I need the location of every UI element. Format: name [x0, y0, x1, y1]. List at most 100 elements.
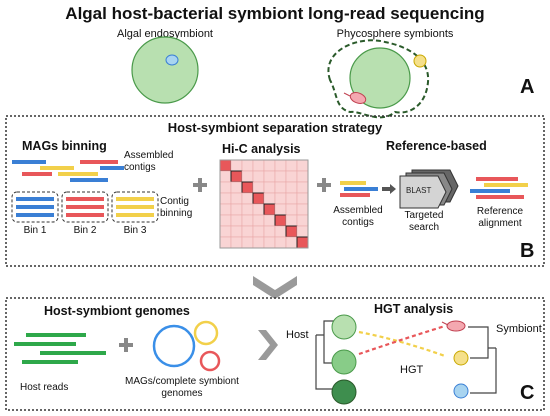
algal-endosymbiont-label: Algal endosymbiont	[116, 28, 213, 40]
host-label: Host	[286, 329, 309, 341]
heatmap-cell	[274, 236, 287, 249]
phycosphere-cell	[327, 39, 430, 119]
heatmap-cell	[296, 170, 309, 183]
heatmap-border	[219, 159, 309, 249]
heatmap-cell	[252, 203, 265, 216]
heatmap-cell	[296, 192, 309, 205]
heatmap-cell	[219, 192, 232, 205]
heatmap-cell	[230, 214, 243, 227]
heatmap-cell	[296, 214, 309, 227]
heatmap-cell	[274, 170, 287, 183]
heatmap-cell	[241, 225, 254, 238]
plus-icon	[119, 338, 133, 352]
heatmap-diagonal-cell	[296, 236, 309, 249]
heatmap-cell	[219, 236, 232, 249]
contig-binning-label: Contig binning	[160, 196, 193, 219]
reference-based-title: Reference-based	[386, 139, 487, 153]
heatmap-cell	[241, 170, 254, 183]
heatmap-cell	[241, 236, 254, 249]
heatmap-cell	[274, 159, 287, 172]
heatmap-cell	[296, 181, 309, 194]
panel-b-letter: B	[520, 240, 535, 262]
heatmap-cell	[252, 159, 265, 172]
heatmap-cell	[252, 214, 265, 227]
heatmap-cell	[274, 203, 287, 216]
mags-genomes-label: MAGs/complete symbiont genomes	[125, 376, 239, 399]
heatmap-cell	[219, 214, 232, 227]
heatmap-cell	[219, 170, 232, 183]
heatmap-diagonal-cell	[241, 181, 254, 194]
heatmap-diagonal-cell	[230, 170, 243, 183]
symbiont-label: Symbiont	[496, 323, 542, 335]
heatmap-cell	[241, 203, 254, 216]
host-reads-label: Host reads	[20, 382, 69, 393]
heatmap-cell	[230, 203, 243, 216]
heatmap-cell	[296, 225, 309, 238]
symbiont-genome-circles	[152, 320, 221, 372]
panel-a-letter: A	[520, 76, 535, 98]
panel-b-heading: Host-symbiont separation strategy	[167, 120, 383, 135]
mags-assembled-contigs-label: Assembled contigs	[124, 150, 174, 173]
heatmap-cell	[230, 181, 243, 194]
heatmap-cell	[263, 192, 276, 205]
heatmap-cell	[285, 181, 298, 194]
panel-c-letter: C	[520, 382, 535, 404]
heatmap-cell	[252, 170, 265, 183]
heatmap-cell	[263, 170, 276, 183]
reference-alignment-label: Reference alignment	[476, 206, 524, 229]
heatmap-diagonal-cell	[252, 192, 265, 205]
heatmap-cell	[263, 159, 276, 172]
heatmap-cell	[230, 159, 243, 172]
chevron-down-icon	[253, 276, 297, 299]
targeted-search-label: Targeted search	[404, 210, 444, 233]
mags-binning-title: MAGs binning	[22, 139, 107, 153]
heatmap-cell	[241, 159, 254, 172]
hgt-label: HGT	[400, 364, 424, 376]
phycosphere-symbionts-label: Phycosphere symbionts	[336, 28, 454, 40]
heatmap-diagonal-cell	[219, 159, 232, 172]
arrow-icon	[382, 184, 396, 194]
heatmap-cell	[230, 192, 243, 205]
bin-3-label: Bin 3	[123, 225, 147, 236]
heatmap-cell	[230, 236, 243, 249]
reference-alignment-contigs	[470, 177, 528, 199]
heatmap-cell	[285, 214, 298, 227]
panel-c-heading: Host-symbiont genomes	[44, 304, 190, 318]
heatmap-cell	[219, 225, 232, 238]
heatmap-cell	[285, 170, 298, 183]
host-reads	[14, 333, 106, 364]
heatmap-cell	[263, 181, 276, 194]
bin-2	[61, 191, 109, 223]
chevron-right-icon	[258, 330, 278, 360]
hgt-analysis-title: HGT analysis	[374, 302, 454, 316]
heatmap-cell	[285, 159, 298, 172]
plus-icon	[193, 178, 207, 192]
heatmap-cell	[274, 192, 287, 205]
hgt-tree	[315, 314, 497, 405]
heatmap-diagonal-cell	[263, 203, 276, 216]
heatmap-cell	[285, 192, 298, 205]
heatmap-cell	[263, 214, 276, 227]
hic-analysis-title: Hi-C analysis	[222, 142, 301, 156]
heatmap-cell	[296, 203, 309, 216]
heatmap-cell	[296, 159, 309, 172]
mags-assembled-contigs	[12, 160, 124, 182]
ref-assembled-contigs-label: Assembled contigs	[333, 205, 383, 228]
bin-3	[111, 191, 159, 223]
heatmap-diagonal-cell	[285, 225, 298, 238]
heatmap-cell	[263, 225, 276, 238]
algal-endosymbiont-cell	[131, 36, 199, 104]
heatmap-cell	[252, 225, 265, 238]
heatmap-cell	[285, 236, 298, 249]
heatmap-diagonal-cell	[274, 214, 287, 227]
heatmap-cell	[285, 203, 298, 216]
hic-contact-heatmap	[219, 159, 309, 249]
blast-icon	[399, 169, 459, 209]
figure-title: Algal host-bacterial symbiont long-read …	[65, 4, 485, 23]
heatmap-cell	[252, 181, 265, 194]
plus-icon	[317, 178, 331, 192]
heatmap-cell	[274, 225, 287, 238]
ref-assembled-contigs	[340, 181, 378, 197]
bin-2-label: Bin 2	[73, 225, 97, 236]
